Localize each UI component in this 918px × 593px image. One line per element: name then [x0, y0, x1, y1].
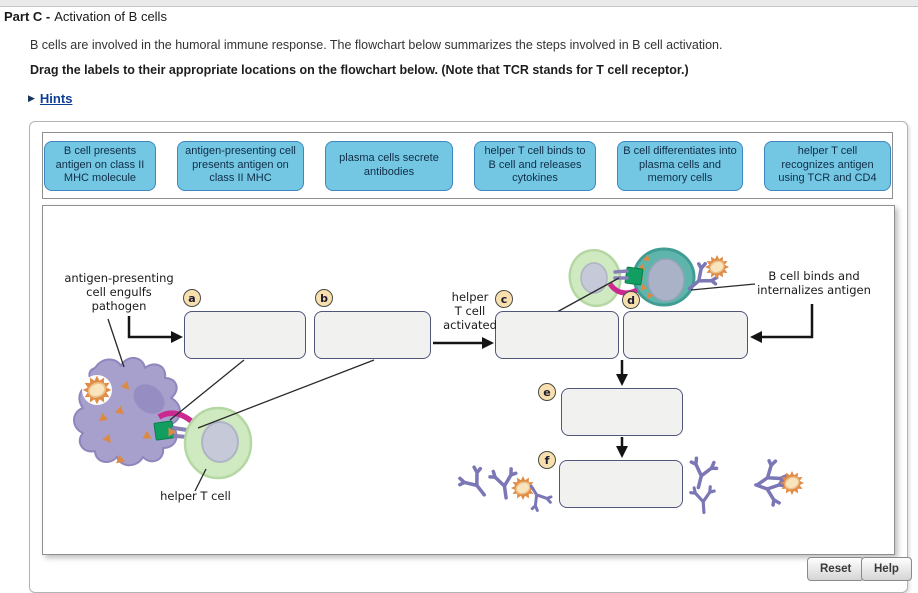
page-top-strip — [0, 0, 918, 7]
pointer-box-a-to-mhc — [169, 359, 245, 421]
flowchart-canvas: a b c d e f antigen-presenting cell engu… — [42, 205, 895, 555]
arrow-binds-to-d — [761, 304, 814, 339]
drag-instructions: Drag the labels to their appropriate loc… — [30, 63, 689, 77]
drop-zone-c[interactable] — [495, 311, 619, 359]
badge-b: b — [315, 289, 333, 307]
chip-helper-t-recognizes[interactable]: helper T cell recognizes antigen using T… — [764, 140, 891, 191]
antibody-icon — [684, 455, 720, 493]
annotation-helper-t-cell: helper T cell — [160, 489, 231, 503]
hints-expander-icon[interactable]: ▶ — [28, 93, 35, 103]
apc-cell-illustration — [73, 357, 181, 467]
chip-b-cell-differentiates[interactable]: B cell differentiates into plasma cells … — [617, 140, 743, 191]
mhc-tcr-junction-top — [607, 266, 644, 296]
badge-c: c — [495, 290, 513, 308]
secreted-antibodies-left — [455, 463, 555, 514]
badge-f: f — [538, 451, 556, 469]
antibody-icon — [688, 484, 718, 515]
pointer-label-to-tcell — [194, 468, 207, 492]
arrow-engulf-to-a — [127, 316, 172, 339]
annotation-helper-t-activated: helper T cell activated — [443, 290, 497, 332]
drop-zone-f[interactable] — [559, 460, 683, 508]
flowchart-art — [73, 247, 814, 515]
part-label: Part C - — [4, 9, 51, 24]
help-button[interactable]: Help — [861, 557, 912, 581]
intro-paragraph: B cells are involved in the humoral immu… — [30, 38, 723, 52]
secreted-antibodies-right — [684, 455, 805, 515]
mhc-molecule-icon — [624, 266, 644, 286]
chip-apc-presents-antigen[interactable]: antigen-presenting cell presents antigen… — [177, 140, 304, 191]
chip-helper-t-binds-b-cell[interactable]: helper T cell binds to B cell and releas… — [474, 140, 596, 191]
antibody-icon — [455, 463, 497, 505]
flow-arrows — [127, 304, 814, 458]
pointer-apc-text-to-cell — [107, 318, 125, 368]
antigen-icon — [779, 470, 805, 496]
annotation-apc-engulfs: antigen-presenting cell engulfs pathogen — [64, 271, 174, 313]
chip-b-cell-presents-antigen[interactable]: B cell presents antigen on class II MHC … — [44, 140, 156, 191]
drop-zone-e[interactable] — [561, 388, 683, 436]
tcr-prongs — [613, 269, 629, 280]
hints-row: ▶ Hints — [28, 91, 72, 106]
part-title-text: Activation of B cells — [54, 9, 167, 24]
b-cell-illustration — [632, 247, 696, 307]
badge-a: a — [183, 289, 201, 307]
badge-e: e — [538, 383, 556, 401]
reset-button[interactable]: Reset — [807, 557, 865, 581]
chip-plasma-cells-secrete[interactable]: plasma cells secrete antibodies — [325, 140, 453, 191]
pointer-binds-text-to-bcell — [690, 283, 756, 291]
annotation-bcell-binds: B cell binds and internalizes antigen — [757, 269, 871, 297]
drop-zone-b[interactable] — [314, 311, 431, 359]
page-title: Part C -Activation of B cells — [4, 9, 167, 24]
helper-t-cell-illustration-bottom — [183, 406, 253, 480]
bound-antigen-icon — [704, 254, 730, 280]
hints-link[interactable]: Hints — [39, 91, 73, 106]
badge-d: d — [622, 291, 640, 309]
drop-zone-d[interactable] — [623, 311, 748, 359]
draggable-label-tray: B cell presents antigen on class II MHC … — [42, 132, 893, 199]
drop-zone-a[interactable] — [184, 311, 306, 359]
pointer-box-b-to-tcr — [197, 359, 375, 429]
pointer-box-c-to-junction — [556, 277, 620, 313]
pointer-lines — [107, 277, 756, 492]
